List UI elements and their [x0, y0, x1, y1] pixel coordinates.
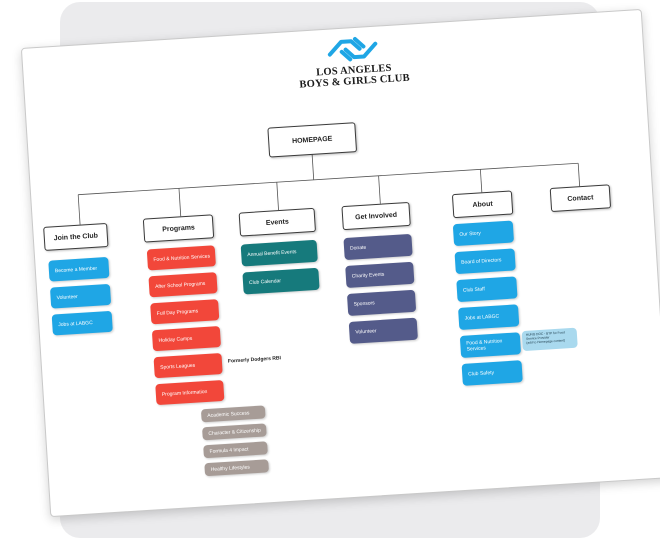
join-item-become-member[interactable]: Become a Member — [48, 256, 110, 282]
programs-item-holiday-camps[interactable]: Holiday Camps — [151, 326, 222, 352]
involved-item-sponsors[interactable]: Sponsors — [346, 289, 417, 316]
homepage-node[interactable]: HOMEPAGE — [267, 122, 358, 158]
about-item-club-safety[interactable]: Club Safety — [461, 360, 523, 386]
brand-logo: LOS ANGELES BOYS & GIRLS CLUB — [277, 28, 430, 91]
programs-item-after-school[interactable]: After School Programs — [148, 272, 218, 298]
join-item-jobs[interactable]: Jobs at LABGC — [51, 310, 113, 336]
involved-item-volunteer[interactable]: Volunteer — [348, 317, 418, 344]
join-item-volunteer[interactable]: Volunteer — [49, 283, 112, 309]
handshake-logo-icon — [327, 36, 378, 62]
programs-item-food-nutrition[interactable]: Food & Nutrition Services — [146, 245, 216, 271]
about-item-jobs[interactable]: Jobs at LABGC — [458, 304, 520, 331]
section-about[interactable]: About — [451, 190, 514, 219]
about-item-food-nutrition[interactable]: Food & Nutrition Services — [459, 332, 522, 358]
connector-lines — [77, 152, 581, 225]
involved-item-charity-events[interactable]: Charity Events — [345, 261, 415, 289]
section-join-the-club[interactable]: Join the Club — [43, 222, 109, 251]
section-contact[interactable]: Contact — [549, 184, 612, 213]
about-item-board[interactable]: Board of Directors — [454, 248, 516, 275]
sitemap-card: LOS ANGELES BOYS & GIRLS CLUB HOMEPAGE J… — [20, 8, 660, 518]
involved-item-donate[interactable]: Donate — [343, 233, 413, 261]
about-item-club-staff[interactable]: Club Staff — [456, 276, 518, 303]
section-events[interactable]: Events — [238, 207, 316, 237]
about-item-our-story[interactable]: Our Story — [452, 220, 515, 247]
programs-item-sports-leagues[interactable]: Sports Leagues — [153, 353, 223, 379]
section-programs[interactable]: Programs — [142, 214, 215, 243]
section-get-involved[interactable]: Get Involved — [341, 201, 411, 231]
programs-item-full-day[interactable]: Full Day Programs — [150, 299, 220, 325]
programs-item-program-information[interactable]: Program Information — [155, 379, 225, 406]
food-nutrition-note: HUNG DOC - BTP for Food Service Provider… — [521, 327, 578, 352]
